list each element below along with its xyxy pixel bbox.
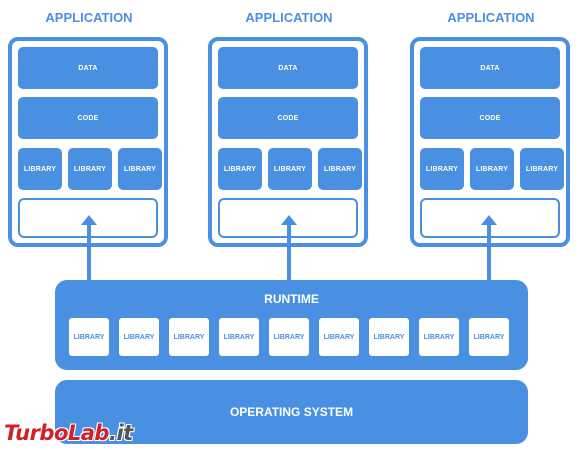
library-block: LIBRARY [18, 148, 62, 190]
application-box-3: DATA CODE LIBRARY LIBRARY LIBRARY [410, 37, 570, 247]
data-block: DATA [420, 47, 560, 89]
runtime-library: LIBRARY [219, 318, 259, 356]
library-block: LIBRARY [520, 148, 564, 190]
runtime-library: LIBRARY [269, 318, 309, 356]
library-block: LIBRARY [318, 148, 362, 190]
library-block: LIBRARY [470, 148, 514, 190]
runtime-library: LIBRARY [319, 318, 359, 356]
runtime-library: LIBRARY [369, 318, 409, 356]
library-block: LIBRARY [420, 148, 464, 190]
runtime-library: LIBRARY [419, 318, 459, 356]
arrow-up-icon [281, 215, 297, 225]
library-block: LIBRARY [268, 148, 312, 190]
runtime-library: LIBRARY [119, 318, 159, 356]
data-block: DATA [18, 47, 158, 89]
runtime-library: LIBRARY [169, 318, 209, 356]
arrow-shaft-3 [487, 225, 491, 282]
library-block: LIBRARY [118, 148, 162, 190]
operating-system-box: OPERATING SYSTEM [55, 380, 528, 444]
arrow-up-icon [481, 215, 497, 225]
application-box-2: DATA CODE LIBRARY LIBRARY LIBRARY [208, 37, 368, 247]
runtime-box: RUNTIME LIBRARY LIBRARY LIBRARY LIBRARY … [55, 280, 528, 370]
watermark-text: TurboLab [4, 421, 109, 445]
app-title-1: APPLICATION [45, 10, 133, 25]
runtime-library: LIBRARY [469, 318, 509, 356]
code-block: CODE [218, 97, 358, 139]
code-block: CODE [420, 97, 560, 139]
library-block: LIBRARY [68, 148, 112, 190]
app-title-3: APPLICATION [447, 10, 535, 25]
data-block: DATA [218, 47, 358, 89]
library-block: LIBRARY [218, 148, 262, 190]
watermark-domain: .it [108, 421, 133, 445]
watermark-logo: TurboLab.it [4, 421, 133, 445]
arrow-shaft-1 [87, 225, 91, 282]
app-title-2: APPLICATION [245, 10, 333, 25]
arrow-up-icon [81, 215, 97, 225]
runtime-library: LIBRARY [69, 318, 109, 356]
code-block: CODE [18, 97, 158, 139]
arrow-shaft-2 [287, 225, 291, 282]
runtime-title: RUNTIME [264, 292, 319, 306]
